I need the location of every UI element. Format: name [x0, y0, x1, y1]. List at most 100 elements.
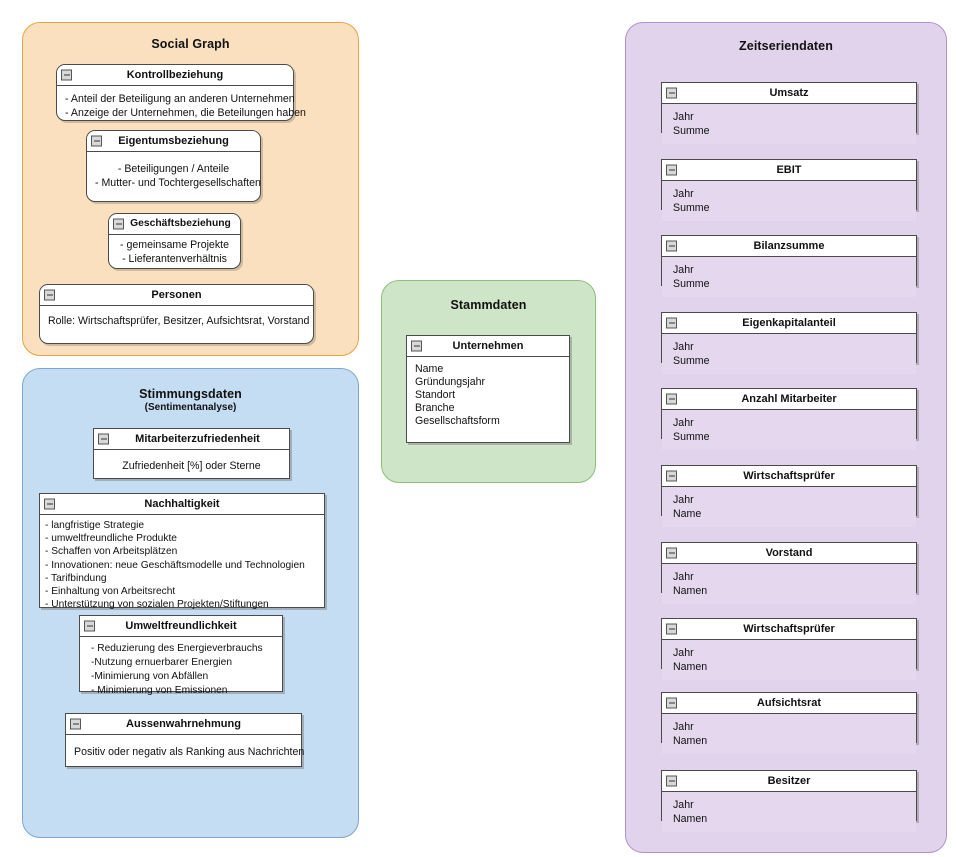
attribute-row: - gemeinsame Projekte: [120, 239, 229, 251]
class-name: Umsatz: [769, 86, 809, 99]
class-box-wirtschaftspruefer-1[interactable]: Wirtschaftsprüfer Jahr Name: [661, 465, 917, 527]
attribute-row: Positiv oder negativ als Ranking aus Nac…: [74, 746, 305, 758]
group-title-stimmungsdaten: Stimmungsdaten: [139, 387, 242, 401]
class-header: Umweltfreundlichkeit: [80, 616, 282, 637]
group-zeitseriendaten[interactable]: Zeitseriendaten Umsatz Jahr Summe EBIT J…: [625, 22, 947, 853]
attribute-row: Jahr: [673, 341, 694, 353]
class-box-bilanzsumme[interactable]: Bilanzsumme Jahr Summe: [661, 235, 917, 297]
collapse-minus-icon[interactable]: [61, 69, 72, 81]
class-header: Vorstand: [662, 543, 916, 564]
attribute-row: Branche: [415, 402, 455, 414]
collapse-minus-icon[interactable]: [666, 697, 677, 709]
attribute-row: Namen: [673, 735, 708, 747]
group-title-stammdaten: Stammdaten: [450, 298, 527, 312]
attribute-row: - Reduzierung des Energieverbrauchs: [91, 643, 263, 654]
class-header: EBIT: [662, 160, 916, 181]
class-attributes: Jahr Namen: [662, 564, 916, 604]
attribute-row: - Innovationen: neue Geschäftsmodelle un…: [45, 559, 305, 571]
class-box-aufsichtsrat[interactable]: Aufsichtsrat Jahr Namen: [661, 692, 917, 754]
class-name: EBIT: [776, 163, 802, 176]
class-name: Mitarbeiterzufriedenheit: [135, 432, 260, 445]
collapse-minus-icon[interactable]: [91, 135, 102, 147]
class-box-eigentumsbeziehung[interactable]: Eigentumsbeziehung - Beteiligungen / Ant…: [86, 130, 261, 202]
group-social-graph[interactable]: Social Graph Kontrollbeziehung - Anteil …: [22, 22, 359, 356]
class-header: Eigenkapitalanteil: [662, 313, 916, 334]
class-box-ebit[interactable]: EBIT Jahr Summe: [661, 159, 917, 221]
collapse-minus-icon[interactable]: [666, 240, 677, 252]
class-attributes: Jahr Summe: [662, 104, 916, 144]
class-attributes: Jahr Summe: [662, 334, 916, 374]
attribute-row: Jahr: [673, 494, 694, 506]
attribute-row: Summe: [673, 278, 710, 290]
collapse-minus-icon[interactable]: [44, 289, 55, 301]
attribute-row: Gesellschaftsform: [415, 415, 500, 427]
class-name: Bilanzsumme: [753, 239, 825, 252]
attribute-row: Rolle: Wirtschaftsprüfer, Besitzer, Aufs…: [48, 315, 310, 327]
attribute-row: - Beteiligungen / Anteile: [117, 163, 230, 175]
group-title-zeitseriendaten: Zeitseriendaten: [739, 39, 833, 53]
collapse-minus-icon[interactable]: [113, 218, 124, 230]
attribute-row: Jahr: [673, 721, 694, 733]
class-box-besitzer[interactable]: Besitzer Jahr Namen: [661, 770, 917, 832]
collapse-minus-icon[interactable]: [84, 620, 95, 632]
attribute-row: Name: [415, 363, 444, 375]
collapse-minus-icon[interactable]: [70, 718, 81, 730]
class-box-nachhaltigkeit[interactable]: Nachhaltigkeit - langfristige Strategie …: [39, 493, 325, 611]
class-box-eigenkapitalanteil[interactable]: Eigenkapitalanteil Jahr Summe: [661, 312, 917, 374]
class-box-mitarbeiterzufriedenheit[interactable]: Mitarbeiterzufriedenheit Zufriedenheit […: [93, 428, 290, 479]
class-header: Bilanzsumme: [662, 236, 916, 257]
class-box-anzahl-mitarbeiter[interactable]: Anzahl Mitarbeiter Jahr Summe: [661, 388, 917, 450]
attribute-row: - Anzeige der Unternehmen, die Beteilung…: [65, 107, 306, 119]
class-box-unternehmen[interactable]: Unternehmen Name Gründungsjahr Standort …: [406, 335, 570, 443]
class-name: Eigentumsbeziehung: [118, 134, 229, 147]
collapse-minus-icon[interactable]: [666, 164, 677, 176]
class-name: Personen: [151, 288, 202, 301]
class-header: Aufsichtsrat: [662, 693, 916, 714]
class-box-umsatz[interactable]: Umsatz Jahr Summe: [661, 82, 917, 144]
class-box-personen[interactable]: Personen Rolle: Wirtschaftsprüfer, Besit…: [39, 284, 314, 344]
collapse-minus-icon[interactable]: [98, 433, 109, 445]
collapse-minus-icon[interactable]: [666, 317, 677, 329]
attribute-row: - Unterstützung von sozialen Projekten/S…: [45, 599, 269, 611]
class-box-aussenwahrnehmung[interactable]: Aussenwahrnehmung Positiv oder negativ a…: [65, 713, 305, 767]
class-box-geschaeftsbeziehung[interactable]: Geschäftsbeziehung - gemeinsame Projekte…: [108, 213, 241, 269]
attribute-row: - Anteil der Beteiligung an anderen Unte…: [65, 93, 295, 105]
attribute-row: Jahr: [673, 799, 694, 811]
attribute-row: Namen: [673, 585, 708, 597]
class-attributes: Jahr Namen: [662, 714, 916, 754]
class-box-kontrollbeziehung[interactable]: Kontrollbeziehung - Anteil der Beteiligu…: [56, 64, 306, 121]
class-box-wirtschaftspruefer-2[interactable]: Wirtschaftsprüfer Jahr Namen: [661, 618, 917, 680]
collapse-minus-icon[interactable]: [411, 340, 422, 352]
class-attributes: - Beteiligungen / Anteile - Mutter- und …: [87, 152, 261, 196]
attribute-row: Namen: [673, 813, 708, 825]
collapse-minus-icon[interactable]: [44, 498, 55, 510]
group-stammdaten[interactable]: Stammdaten Unternehmen Name Gründungsjah…: [381, 280, 596, 483]
collapse-minus-icon[interactable]: [666, 547, 677, 559]
class-attributes: Jahr Summe: [662, 257, 916, 297]
attribute-row: Jahr: [673, 264, 694, 276]
class-name: Wirtschaftsprüfer: [743, 622, 835, 635]
class-attributes: Positiv oder negativ als Ranking aus Nac…: [66, 735, 305, 765]
collapse-minus-icon[interactable]: [666, 775, 677, 787]
class-name: Eigenkapitalanteil: [742, 316, 836, 329]
collapse-minus-icon[interactable]: [666, 623, 677, 635]
collapse-minus-icon[interactable]: [666, 393, 677, 405]
collapse-minus-icon[interactable]: [666, 87, 677, 99]
attribute-row: - langfristige Strategie: [45, 520, 145, 531]
attribute-row: - Minimierung von Emissionen: [91, 685, 228, 696]
attribute-row: Jahr: [673, 571, 694, 583]
class-name: Aufsichtsrat: [756, 696, 822, 709]
collapse-minus-icon[interactable]: [666, 470, 677, 482]
class-header: Aussenwahrnehmung: [66, 714, 301, 735]
class-name: Umweltfreundlichkeit: [125, 619, 237, 632]
class-box-vorstand[interactable]: Vorstand Jahr Namen: [661, 542, 917, 604]
group-stimmungsdaten[interactable]: Stimmungsdaten (Sentimentanalyse) Mitarb…: [22, 368, 359, 838]
class-box-umweltfreundlichkeit[interactable]: Umweltfreundlichkeit - Reduzierung des E…: [79, 615, 283, 696]
class-name: Anzahl Mitarbeiter: [741, 392, 837, 405]
attribute-row: Namen: [673, 661, 708, 673]
class-header: Besitzer: [662, 771, 916, 792]
attribute-row: Standort: [415, 389, 456, 401]
attribute-row: -Nutzung ernuerbarer Energien: [91, 657, 233, 668]
class-name: Aussenwahrnehmung: [126, 717, 241, 730]
class-header: Geschäftsbeziehung: [109, 214, 240, 235]
